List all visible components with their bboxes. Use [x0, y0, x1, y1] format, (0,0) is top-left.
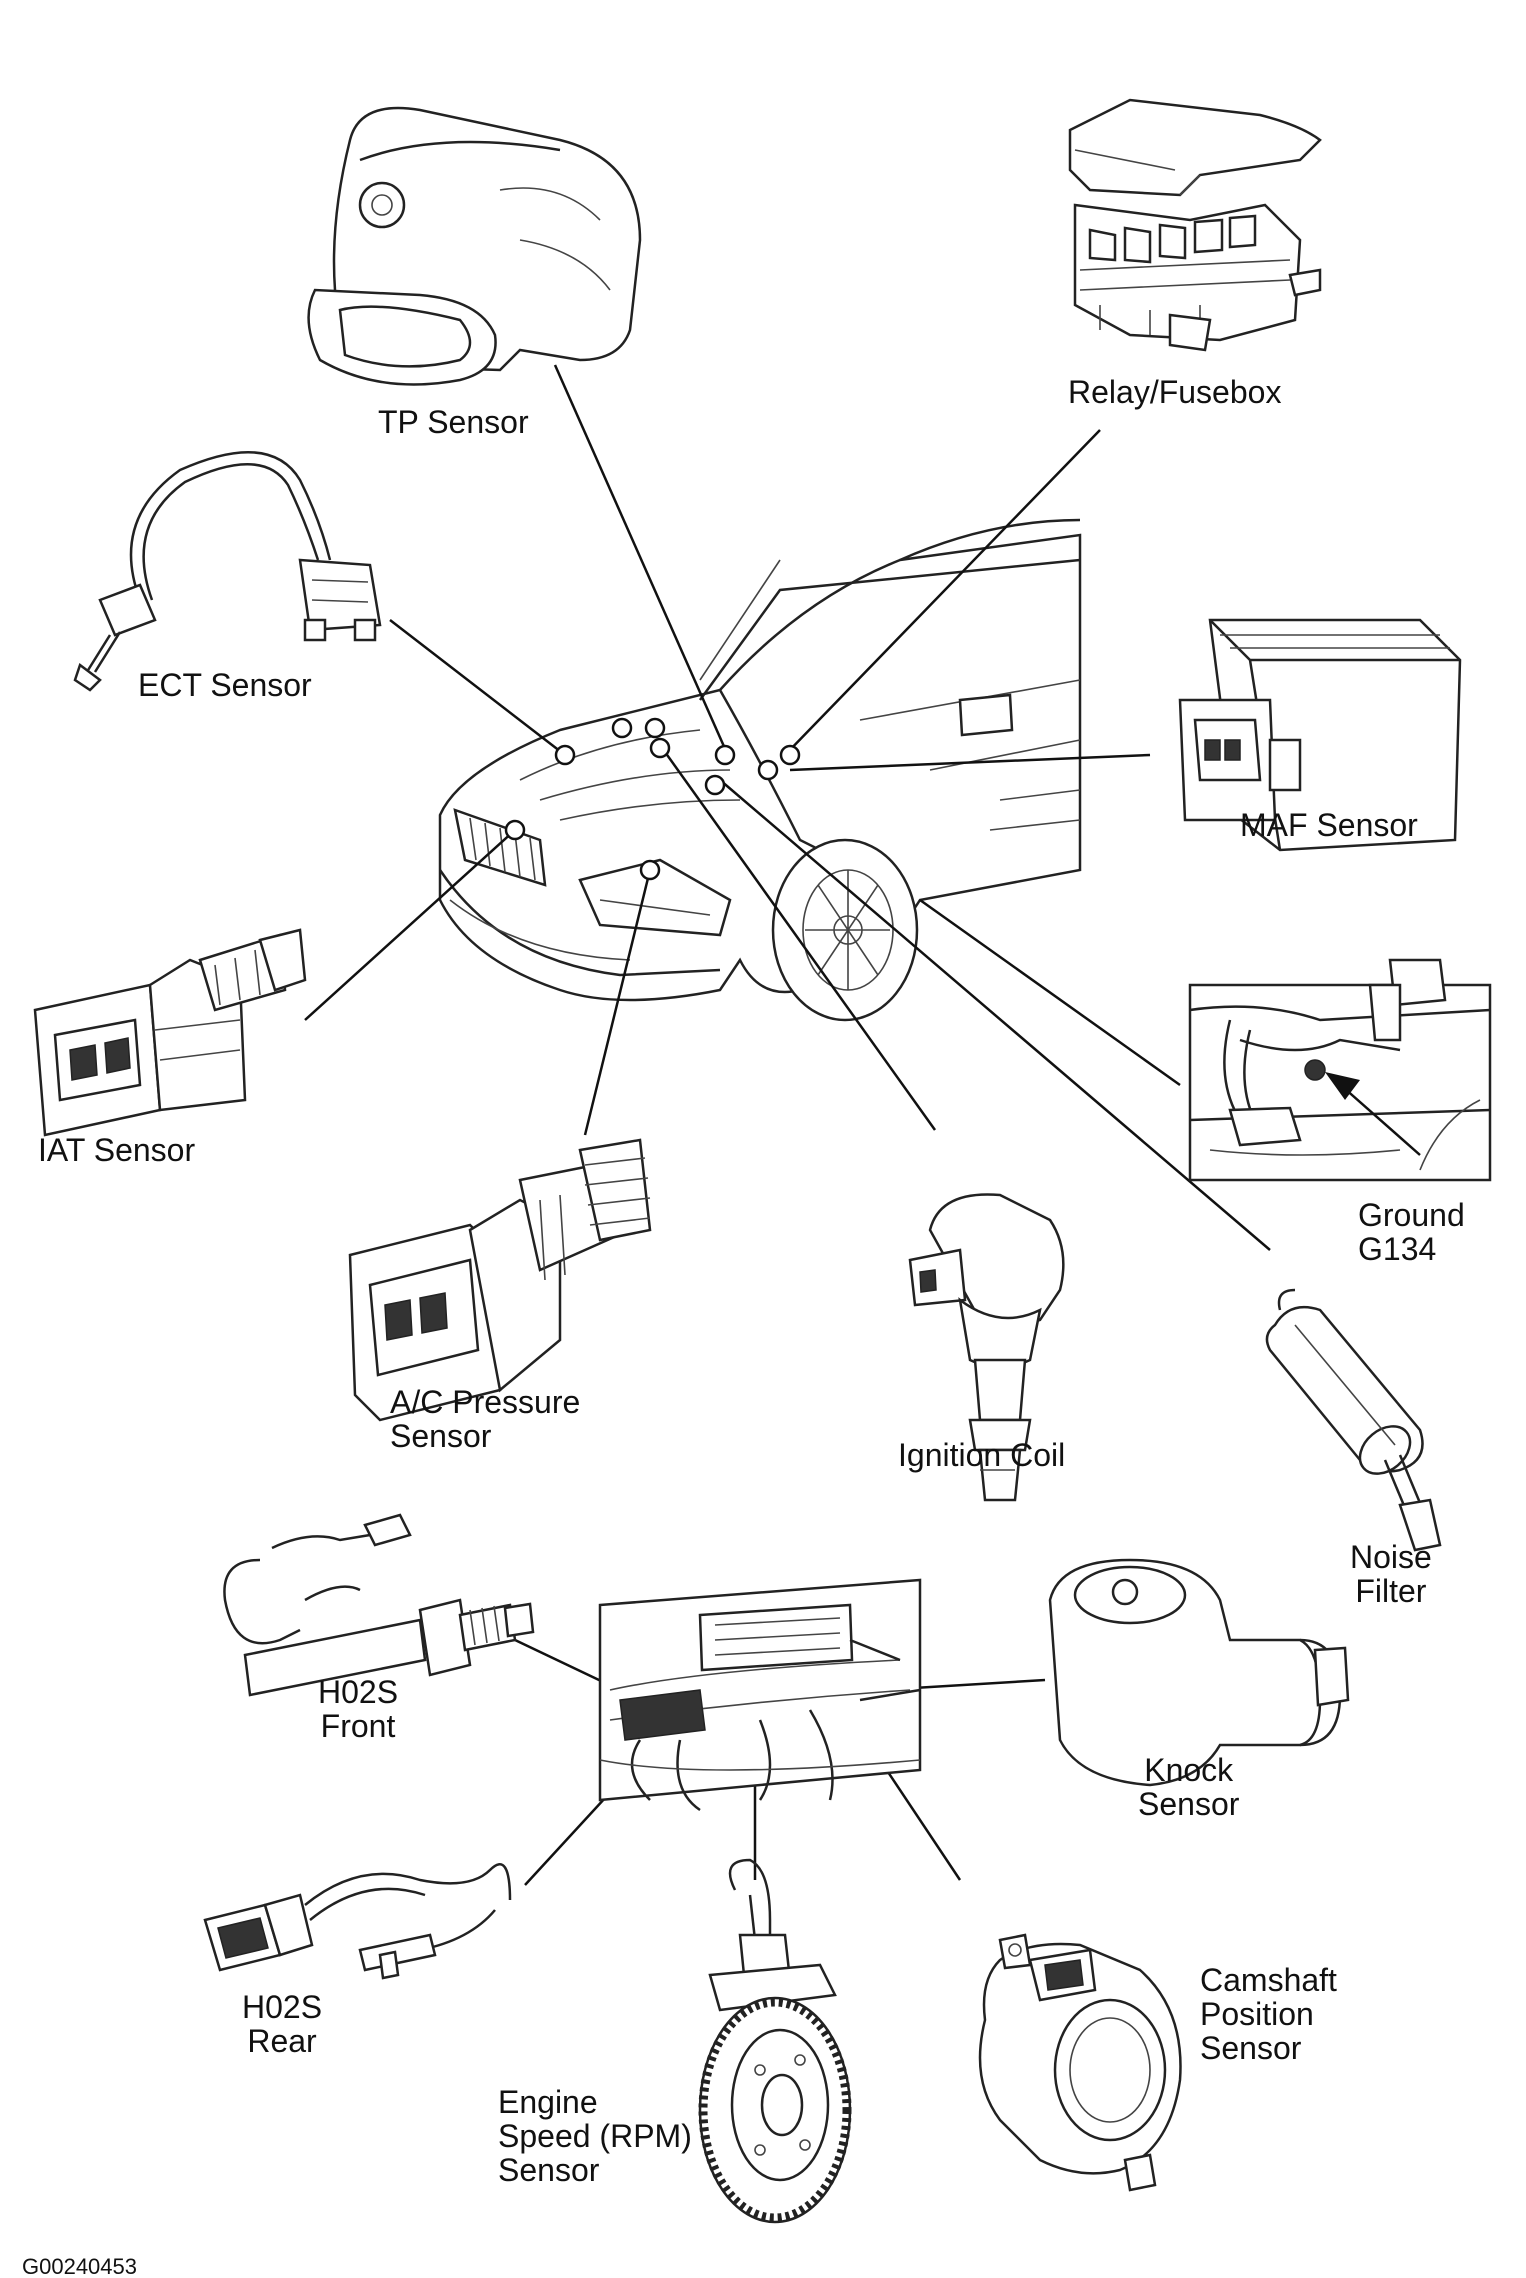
h02s-front-icon — [223, 1513, 535, 1697]
ac-pressure-sensor-label: A/C Pressure Sensor — [390, 1385, 580, 1453]
h02s-rear-label-line1: H02S — [242, 1989, 323, 2025]
ground-label-line2: G134 — [1358, 1231, 1437, 1267]
h02s-front-label-line2: Front — [320, 1708, 396, 1744]
ect-sensor-icon — [73, 450, 382, 692]
h02s-front-label: H02S Front — [318, 1675, 398, 1743]
figure-code: G00240453 — [22, 2254, 137, 2278]
iat-sensor-label: IAT Sensor — [38, 1132, 196, 1168]
camshaft-label-line3: Sensor — [1200, 2030, 1302, 2066]
relay-fusebox-label: Relay/Fusebox — [1068, 374, 1282, 410]
engine-speed-label-line1: Engine — [498, 2084, 598, 2120]
h02s-rear-icon — [203, 1863, 512, 1980]
knock-sensor-label-line1: Knock — [1144, 1752, 1234, 1788]
camshaft-label-line1: Camshaft — [1200, 1962, 1337, 1998]
ignition-coil-label: Ignition Coil — [898, 1437, 1066, 1473]
engine-bay-icon — [598, 1578, 922, 1812]
noise-filter-label-line2: Filter — [1355, 1573, 1427, 1609]
ac-pressure-label-line1: A/C Pressure — [390, 1384, 581, 1420]
maf-sensor-icon — [1178, 618, 1462, 852]
maf-sensor-label: MAF Sensor — [1240, 807, 1418, 843]
h02s-rear-label-line2: Rear — [247, 2023, 317, 2059]
ac-pressure-label-line2: Sensor — [390, 1418, 492, 1454]
h02s-rear-label: H02S Rear — [242, 1990, 322, 2058]
tp-sensor-icon — [307, 106, 642, 386]
location-markers — [504, 717, 801, 881]
noise-filter-icon — [1265, 1288, 1442, 1552]
noise-filter-label: Noise Filter — [1350, 1540, 1432, 1608]
ac-pressure-sensor-icon — [348, 1138, 652, 1422]
noise-filter-label-line1: Noise — [1350, 1539, 1432, 1575]
knock-sensor-icon — [1048, 1558, 1350, 1787]
knock-sensor-label-line2: Sensor — [1138, 1786, 1240, 1822]
camshaft-sensor-icon — [978, 1933, 1182, 2192]
leader-lines — [304, 364, 1271, 1886]
engine-speed-sensor-label: Engine Speed (RPM) Sensor — [498, 2085, 692, 2187]
engine-speed-label-line2: Speed (RPM) — [498, 2118, 692, 2154]
ect-sensor-label: ECT Sensor — [138, 667, 312, 703]
knock-sensor-label: Knock Sensor — [1138, 1753, 1239, 1821]
relay-fusebox-icon — [1068, 98, 1322, 352]
camshaft-label-line2: Position — [1200, 1996, 1314, 2032]
tp-sensor-label: TP Sensor — [378, 404, 529, 440]
h02s-front-label-line1: H02S — [318, 1674, 399, 1710]
engine-speed-label-line3: Sensor — [498, 2152, 600, 2188]
iat-sensor-icon — [33, 928, 307, 1137]
ground-label-line1: Ground — [1358, 1197, 1465, 1233]
engine-speed-sensor-icon — [698, 1858, 852, 2224]
ground-g134-label: Ground G134 — [1358, 1198, 1465, 1266]
ground-icon — [1188, 958, 1492, 1182]
camshaft-position-sensor-label: Camshaft Position Sensor — [1200, 1963, 1337, 2065]
ignition-coil-icon — [908, 1193, 1065, 1502]
